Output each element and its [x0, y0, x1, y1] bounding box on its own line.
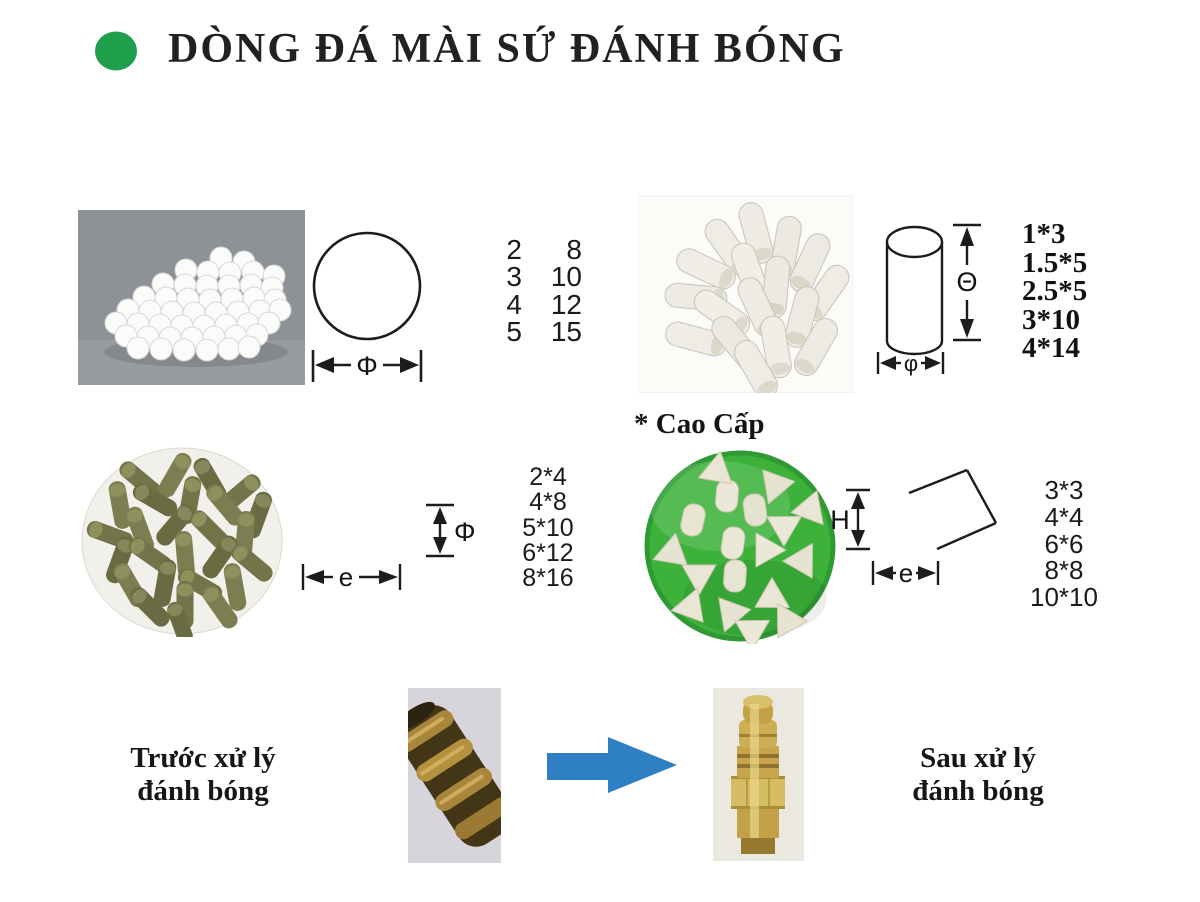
- size-item: 6*12: [522, 538, 574, 567]
- size-item: 10*10: [1030, 582, 1098, 613]
- before-caption: Trước xử lý đánh bóng: [130, 742, 276, 807]
- photo-white-ceramic-balls: [78, 210, 305, 385]
- cylinder-height-label: Θ: [956, 267, 977, 297]
- size-row: 3 10: [506, 261, 582, 293]
- cylinder-dimension-diagram: Θ φ: [876, 223, 981, 376]
- diameter-label: Φ: [356, 351, 378, 381]
- size-item: 1*3: [1022, 218, 1066, 250]
- size-item: 8*16: [522, 564, 574, 593]
- size-row: 5 15: [506, 316, 582, 348]
- triangle-size-list: 3*3 4*4 6*6 8*8 10*10: [1014, 477, 1114, 611]
- photo-part-before-polishing: [408, 688, 501, 863]
- size-item: 3*10: [1022, 303, 1080, 336]
- photo-olive-angle-cut-pellets: [81, 447, 283, 637]
- size-row: 2 8: [506, 234, 582, 265]
- cylinder-size-list: 1*3 1.5*5 2.5*5 3*10 4*14: [1022, 220, 1087, 363]
- size-item: 4*4: [1044, 501, 1084, 532]
- size-row: 4 12: [506, 288, 582, 320]
- size-item: 2.5*5: [1022, 275, 1088, 307]
- size-item: 1.5*5: [1022, 246, 1088, 279]
- sphere-diameter-diagram: Φ: [311, 231, 423, 382]
- size-item: 3*3: [1044, 475, 1084, 505]
- photo-part-after-polishing: [713, 688, 804, 861]
- page-title: DÒNG ĐÁ MÀI SỨ ĐÁNH BÓNG: [168, 26, 846, 72]
- cylinder-diameter-label: φ: [904, 351, 918, 376]
- angle-cut-size-list: 2*4 4*8 5*10 6*12 8*16: [503, 463, 593, 593]
- photo-triangle-pellets-green-plate: [644, 450, 836, 644]
- premium-note: * Cao Cấp: [634, 408, 765, 440]
- after-caption: Sau xử lý đánh bóng: [912, 742, 1044, 807]
- transform-arrow-icon: [547, 737, 677, 793]
- triangular-prism-dimension-diagram: H e: [832, 468, 998, 588]
- size-item: 8*8: [1044, 555, 1084, 586]
- size-item: 5*10: [522, 513, 574, 542]
- angle-cut-height-label: Φ: [454, 517, 476, 547]
- prism-length-label: e: [899, 558, 913, 588]
- size-item: 4*8: [529, 488, 567, 517]
- green-dot-icon: [95, 31, 137, 71]
- sphere-size-table: 2 8 3 10 4 12 5 15: [488, 234, 582, 348]
- angle-cut-length-label: e: [339, 562, 353, 592]
- photo-white-cylinder-pellets: [638, 195, 853, 393]
- size-item: 6*6: [1044, 528, 1084, 559]
- size-item: 4*14: [1022, 332, 1080, 364]
- prism-height-label: H: [832, 505, 850, 535]
- parallelogram-dimension-diagram: Φ e: [301, 503, 476, 592]
- size-item: 2*4: [529, 463, 567, 491]
